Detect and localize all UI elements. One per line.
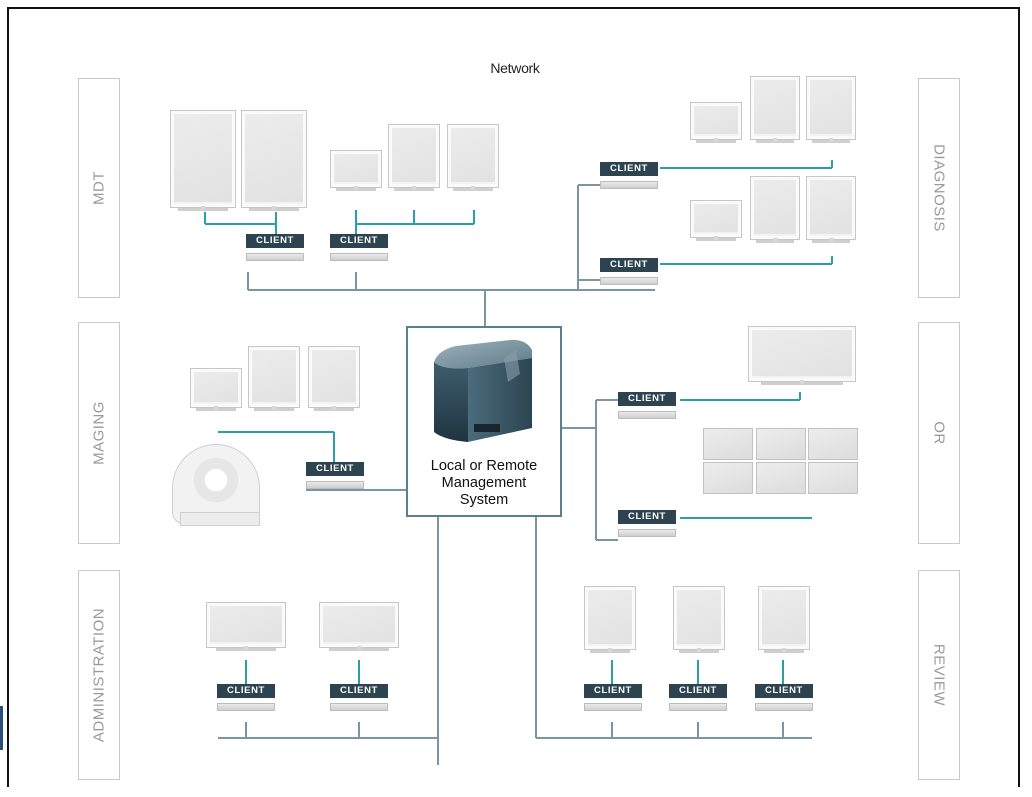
review-client-2: CLIENT bbox=[669, 684, 727, 698]
review-client-3: CLIENT bbox=[755, 684, 813, 698]
mdt-client-1: CLIENT bbox=[246, 234, 304, 248]
management-system: Local or Remote Management System bbox=[406, 326, 562, 517]
monitor-base bbox=[332, 406, 336, 410]
monitor-base bbox=[773, 238, 777, 242]
diagram-frame bbox=[7, 7, 1020, 787]
client-device bbox=[306, 481, 364, 489]
administration-client-2: CLIENT bbox=[330, 684, 388, 698]
monitor-screen bbox=[694, 106, 738, 134]
or-video-wall-panel bbox=[756, 428, 806, 460]
monitor-screen bbox=[210, 606, 282, 642]
zone-administration: ADMINISTRATION bbox=[78, 570, 120, 780]
monitor-screen bbox=[810, 80, 852, 134]
client-device bbox=[246, 253, 304, 261]
zone-or: OR bbox=[918, 322, 960, 544]
monitor-base bbox=[272, 406, 276, 410]
client-device bbox=[755, 703, 813, 711]
administration-client-1: CLIENT bbox=[217, 684, 275, 698]
monitor-base bbox=[201, 206, 205, 210]
monitor-screen bbox=[334, 154, 378, 182]
client-device bbox=[618, 529, 676, 537]
server-icon bbox=[434, 339, 532, 442]
server-label: Local or Remote Management System bbox=[408, 458, 560, 509]
monitor-screen bbox=[252, 350, 296, 402]
zone-mdt: MDT bbox=[78, 78, 120, 298]
client-device bbox=[330, 253, 388, 261]
monitor-base bbox=[412, 186, 416, 190]
monitor-screen bbox=[677, 590, 721, 644]
or-video-wall-panel bbox=[703, 462, 753, 494]
monitor-base bbox=[354, 186, 358, 190]
monitor-base bbox=[244, 646, 248, 650]
monitor-base bbox=[714, 138, 718, 142]
monitor-screen bbox=[810, 180, 852, 234]
monitor-base bbox=[800, 380, 804, 384]
monitor-screen bbox=[752, 330, 852, 376]
monitor-base bbox=[773, 138, 777, 142]
monitor-screen bbox=[762, 590, 806, 644]
monitor-base bbox=[782, 648, 786, 652]
diagram-title: Network bbox=[490, 60, 540, 76]
or-video-wall-panel bbox=[808, 462, 858, 494]
mdt-client-2: CLIENT bbox=[330, 234, 388, 248]
client-device bbox=[600, 277, 658, 285]
monitor-base bbox=[714, 236, 718, 240]
monitor-screen bbox=[245, 114, 303, 202]
diagnosis-client-2: CLIENT bbox=[600, 258, 658, 272]
client-device bbox=[618, 411, 676, 419]
monitor-screen bbox=[392, 128, 436, 182]
client-device bbox=[217, 703, 275, 711]
diagnosis-client-1: CLIENT bbox=[600, 162, 658, 176]
client-device bbox=[600, 181, 658, 189]
monitor-screen bbox=[323, 606, 395, 642]
imaging-client: CLIENT bbox=[306, 462, 364, 476]
or-video-wall-panel bbox=[756, 462, 806, 494]
client-device bbox=[584, 703, 642, 711]
or-client-1: CLIENT bbox=[618, 392, 676, 406]
server-label-line-3: System bbox=[459, 492, 509, 508]
mri-bed bbox=[180, 512, 260, 526]
monitor-screen bbox=[174, 114, 232, 202]
zone-review: REVIEW bbox=[918, 570, 960, 780]
monitor-screen bbox=[754, 80, 796, 134]
monitor-base bbox=[697, 648, 701, 652]
zone-imaging: MAGING bbox=[78, 322, 120, 544]
edge-accent bbox=[0, 706, 3, 750]
monitor-screen bbox=[194, 372, 238, 402]
monitor-screen bbox=[754, 180, 796, 234]
or-video-wall-panel bbox=[703, 428, 753, 460]
server-label-line-2: Management bbox=[441, 475, 527, 491]
monitor-base bbox=[272, 206, 276, 210]
or-client-2: CLIENT bbox=[618, 510, 676, 524]
monitor-base bbox=[829, 238, 833, 242]
zone-diagnosis: DIAGNOSIS bbox=[918, 78, 960, 298]
monitor-base bbox=[608, 648, 612, 652]
or-video-wall-panel bbox=[808, 428, 858, 460]
monitor-base bbox=[829, 138, 833, 142]
client-device bbox=[669, 703, 727, 711]
monitor-base bbox=[357, 646, 361, 650]
monitor-screen bbox=[312, 350, 356, 402]
client-device bbox=[330, 703, 388, 711]
monitor-base bbox=[471, 186, 475, 190]
monitor-screen bbox=[588, 590, 632, 644]
monitor-screen bbox=[694, 204, 738, 232]
server-label-line-1: Local or Remote bbox=[430, 458, 538, 474]
monitor-base bbox=[214, 406, 218, 410]
review-client-1: CLIENT bbox=[584, 684, 642, 698]
monitor-screen bbox=[451, 128, 495, 182]
